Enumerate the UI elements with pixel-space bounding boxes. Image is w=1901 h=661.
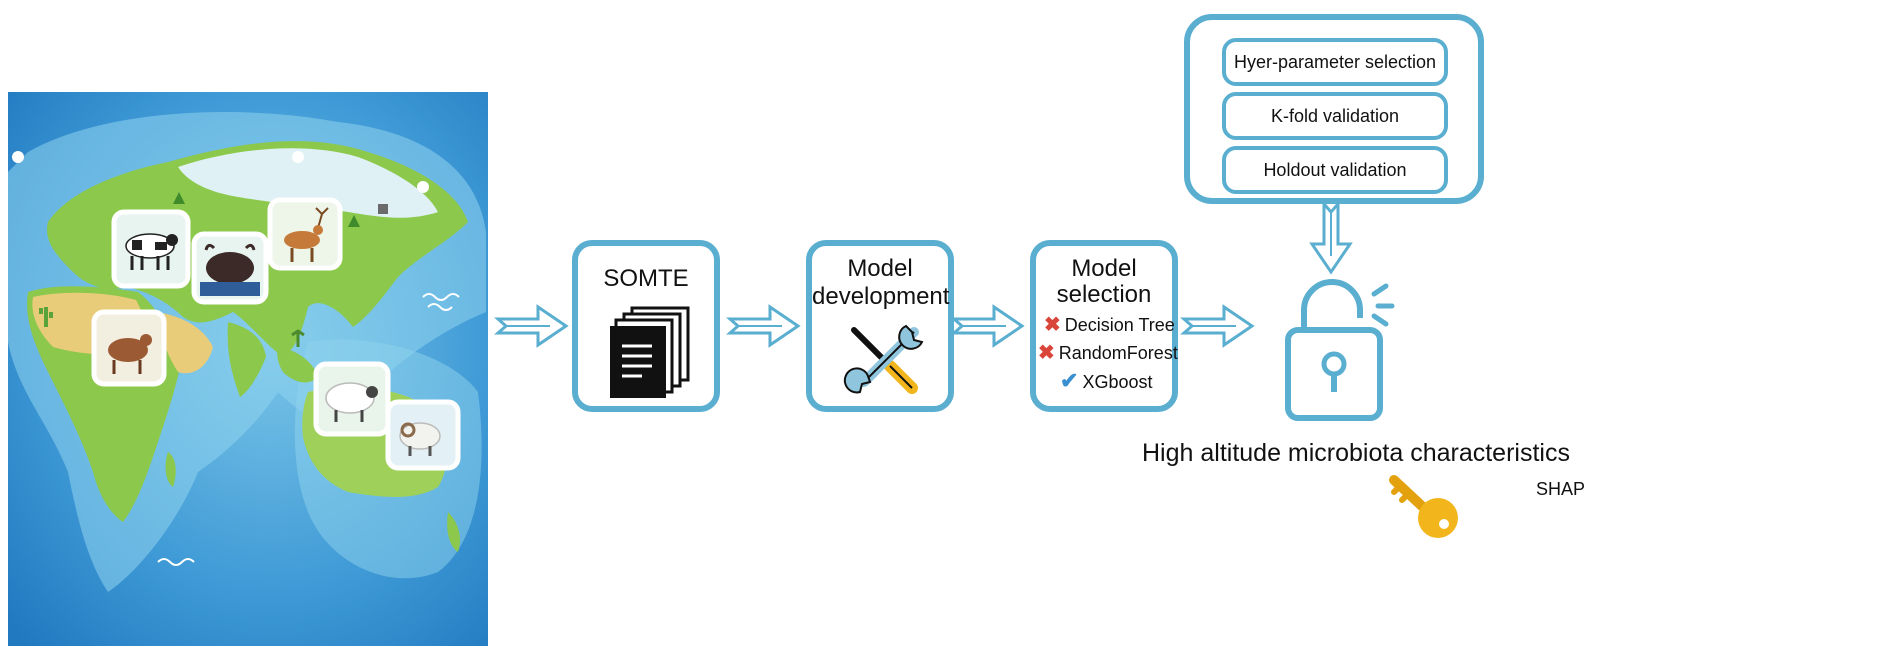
wave-decoration bbox=[422, 293, 460, 311]
result-caption: High altitude microbiota characteristics bbox=[1142, 439, 1570, 467]
wave-decoration bbox=[157, 558, 195, 566]
se-asia bbox=[277, 347, 318, 383]
model-development-title-line1: Model bbox=[847, 255, 913, 282]
flow-arrow bbox=[726, 304, 801, 348]
animal-frame-sheep bbox=[313, 361, 391, 437]
validation-item-hyperparameter: Hyer-parameter selection bbox=[1222, 38, 1448, 86]
landmark-icon bbox=[12, 151, 24, 163]
palm-icon bbox=[291, 329, 305, 347]
selected-check-icon: ✔ bbox=[1060, 368, 1079, 393]
landmark-icon bbox=[292, 151, 304, 163]
flow-arrow bbox=[1180, 304, 1255, 348]
validation-box: Hyer-parameter selection K-fold validati… bbox=[1184, 14, 1484, 204]
key-icon bbox=[1389, 475, 1458, 538]
rejected-x-icon: ✖ bbox=[1044, 314, 1061, 336]
animal-frame-cow bbox=[111, 209, 191, 289]
flow-arrow bbox=[950, 304, 1025, 348]
model-selection-title-line2: selection bbox=[1056, 281, 1152, 308]
tools-icon bbox=[843, 324, 924, 394]
model-option-xgboost: ✔XGboost bbox=[1060, 370, 1168, 393]
madagascar bbox=[165, 452, 176, 487]
animal-frame-yak bbox=[191, 231, 269, 305]
model-development-box: Model development bbox=[806, 240, 954, 412]
model-option-label: Decision Tree bbox=[1064, 315, 1175, 335]
shap-label: SHAP bbox=[1536, 479, 1586, 499]
model-selection-title-line1: Model bbox=[1071, 255, 1137, 282]
siberia bbox=[178, 148, 438, 218]
model-option-random-forest: ✖RandomForest bbox=[1038, 342, 1178, 364]
somte-box: SOMTE bbox=[572, 240, 720, 412]
world-map bbox=[8, 92, 488, 646]
india bbox=[227, 322, 266, 397]
animal-frame-ram bbox=[385, 399, 461, 471]
landmark-icon bbox=[378, 204, 388, 214]
new-zealand bbox=[447, 512, 460, 552]
somte-title: SOMTE bbox=[603, 265, 689, 292]
arabia bbox=[158, 312, 213, 374]
animal-frame-cattle bbox=[91, 309, 167, 387]
landmark-icon bbox=[417, 181, 429, 193]
flow-arrow bbox=[494, 304, 569, 348]
rejected-x-icon: ✖ bbox=[1038, 342, 1055, 364]
cactus-icon bbox=[39, 307, 53, 327]
unlocked-padlock-icon bbox=[1285, 279, 1395, 421]
model-selection-box: Model selection ✖Decision Tree ✖RandomFo… bbox=[1030, 240, 1178, 412]
validation-item-kfold: K-fold validation bbox=[1222, 92, 1448, 140]
validation-item-holdout: Holdout validation bbox=[1222, 146, 1448, 194]
flow-arrow-down bbox=[1309, 200, 1353, 275]
document-stack-icon bbox=[610, 306, 690, 398]
model-development-title-line2: development bbox=[812, 283, 950, 310]
animal-frame-deer bbox=[267, 197, 343, 271]
model-option-label: XGboost bbox=[1082, 372, 1153, 392]
model-option-decision-tree: ✖Decision Tree bbox=[1044, 314, 1175, 336]
model-option-label: RandomForest bbox=[1058, 343, 1178, 363]
